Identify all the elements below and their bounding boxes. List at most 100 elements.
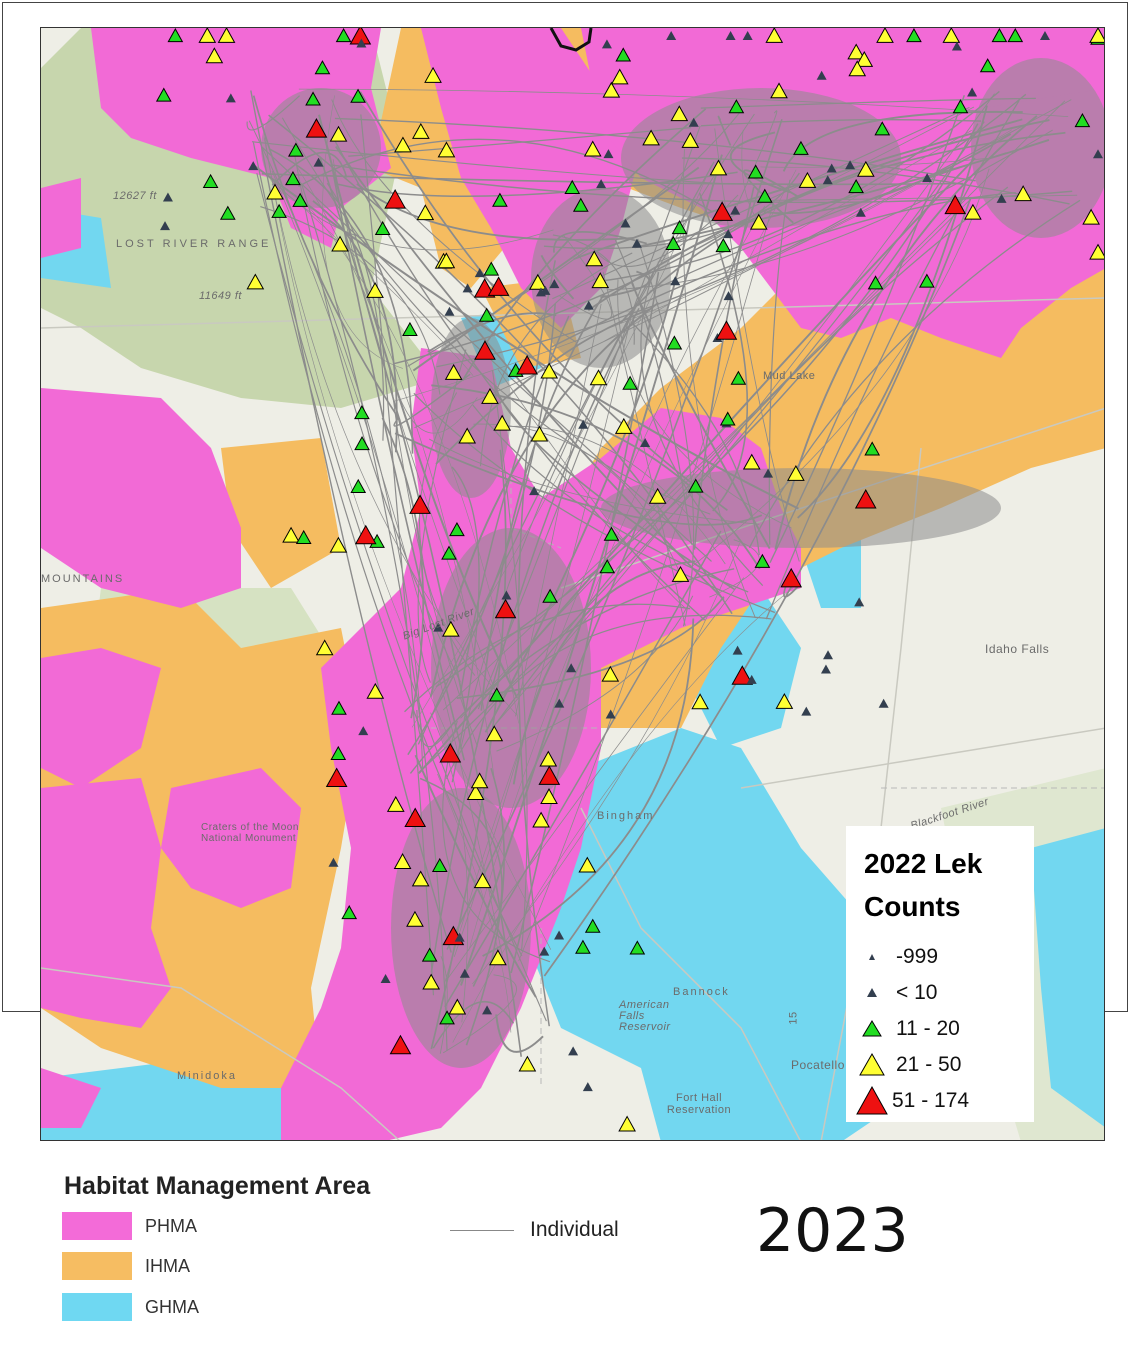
lek-marker bbox=[620, 218, 631, 228]
lek-marker bbox=[591, 272, 610, 289]
lek-marker bbox=[582, 1082, 593, 1092]
lek-marker bbox=[951, 41, 962, 51]
movement-track bbox=[312, 200, 398, 453]
lek-marker bbox=[854, 489, 877, 509]
place-label: LOST RIVER RANGE bbox=[116, 238, 272, 250]
lek-marker bbox=[723, 291, 734, 301]
lek-marker bbox=[489, 949, 507, 966]
track-cluster bbox=[621, 88, 901, 228]
lek-marker bbox=[709, 159, 728, 176]
place-label: Bannock bbox=[673, 986, 730, 998]
lek-marker bbox=[394, 136, 412, 153]
hma-legend-title: Habitat Management Area bbox=[64, 1172, 371, 1200]
lek-marker bbox=[568, 1046, 579, 1056]
movement-track bbox=[248, 120, 424, 770]
lek-marker bbox=[583, 300, 594, 310]
lek-marker bbox=[742, 453, 761, 470]
lek-marker bbox=[305, 91, 321, 106]
lek-marker bbox=[1093, 149, 1103, 159]
lek-marker bbox=[535, 287, 546, 297]
lek-marker bbox=[864, 441, 881, 456]
lek-marker bbox=[787, 464, 805, 481]
lek-marker bbox=[404, 807, 427, 828]
lek-marker bbox=[596, 179, 607, 189]
lek-marker bbox=[433, 622, 444, 632]
lek-marker bbox=[715, 237, 732, 253]
lek-marker bbox=[386, 795, 405, 812]
track-legend-label: Individual bbox=[530, 1218, 619, 1241]
lek-marker bbox=[822, 175, 833, 185]
place-label: Craters of the Moon National Monument bbox=[201, 822, 299, 844]
lek-marker bbox=[271, 203, 287, 218]
lek-marker bbox=[478, 307, 495, 322]
lek-marker bbox=[711, 201, 734, 221]
place-label: Minidoka bbox=[177, 1070, 238, 1082]
lek-marker bbox=[731, 665, 754, 685]
lek-marker bbox=[532, 811, 550, 828]
lek-marker bbox=[313, 157, 324, 167]
ihma-swatch bbox=[62, 1252, 132, 1280]
lek-marker bbox=[529, 486, 540, 496]
lek-marker bbox=[610, 68, 629, 85]
lek-marker bbox=[421, 947, 438, 962]
lek-marker bbox=[1074, 112, 1091, 128]
lek-marker bbox=[996, 193, 1007, 203]
legend-label: 11 - 20 bbox=[896, 1017, 960, 1040]
lek-marker bbox=[202, 173, 219, 188]
lek-marker bbox=[730, 370, 747, 385]
hma-legend-phma: PHMA bbox=[62, 1212, 197, 1240]
lek-marker bbox=[424, 66, 442, 83]
lek-marker bbox=[601, 665, 620, 682]
lek-marker bbox=[331, 235, 349, 252]
lek-marker bbox=[747, 164, 764, 179]
lek-marker bbox=[967, 87, 978, 97]
track-legend: Individual bbox=[450, 1218, 619, 1242]
track-line-swatch bbox=[450, 1229, 514, 1231]
lek-marker bbox=[770, 82, 788, 99]
lek-marker bbox=[473, 872, 492, 889]
lek-marker bbox=[354, 436, 370, 451]
lek-marker bbox=[439, 1010, 455, 1025]
lek-marker bbox=[564, 179, 581, 194]
lek-marker bbox=[554, 930, 565, 940]
lek-marker bbox=[942, 28, 961, 43]
lek-marker bbox=[878, 698, 889, 708]
lek-marker bbox=[330, 745, 347, 761]
lek-markers bbox=[155, 28, 1104, 1132]
place-label: Bingham bbox=[597, 810, 655, 822]
track-cluster bbox=[391, 788, 531, 1068]
lek-marker bbox=[855, 207, 866, 217]
ihma-area bbox=[221, 438, 341, 588]
lek-marker bbox=[246, 273, 265, 290]
legend-item-51-174: 51 - 174 bbox=[856, 1086, 969, 1116]
lek-marker bbox=[1007, 28, 1024, 43]
lek-marker bbox=[601, 39, 612, 49]
track-cluster bbox=[431, 318, 511, 498]
ghma-swatch bbox=[62, 1293, 132, 1321]
lek-marker bbox=[422, 973, 441, 990]
lek-marker bbox=[719, 411, 736, 426]
lek-marker bbox=[411, 870, 430, 887]
lek-marker bbox=[474, 268, 485, 278]
lek-marker bbox=[470, 772, 489, 789]
lek-marker bbox=[416, 204, 435, 221]
hma-label: GHMA bbox=[145, 1296, 199, 1317]
lek-marker bbox=[867, 275, 884, 290]
lek-marker bbox=[331, 700, 347, 715]
lek-marker bbox=[906, 28, 922, 43]
lek-marker bbox=[288, 142, 304, 157]
lek-marker bbox=[393, 853, 412, 869]
movement-track bbox=[482, 618, 695, 957]
lek-marker bbox=[528, 273, 547, 290]
lek-marker bbox=[474, 340, 496, 360]
lek-marker bbox=[341, 905, 358, 920]
lek-marker bbox=[554, 698, 565, 708]
lek-marker bbox=[665, 235, 682, 250]
lek-marker bbox=[205, 47, 224, 64]
lek-marker bbox=[487, 276, 510, 296]
lek-marker bbox=[919, 273, 935, 288]
place-label: Pocatello bbox=[791, 1058, 845, 1072]
lek-marker bbox=[437, 252, 456, 269]
lek-marker bbox=[754, 553, 771, 568]
lek-marker bbox=[198, 28, 217, 43]
